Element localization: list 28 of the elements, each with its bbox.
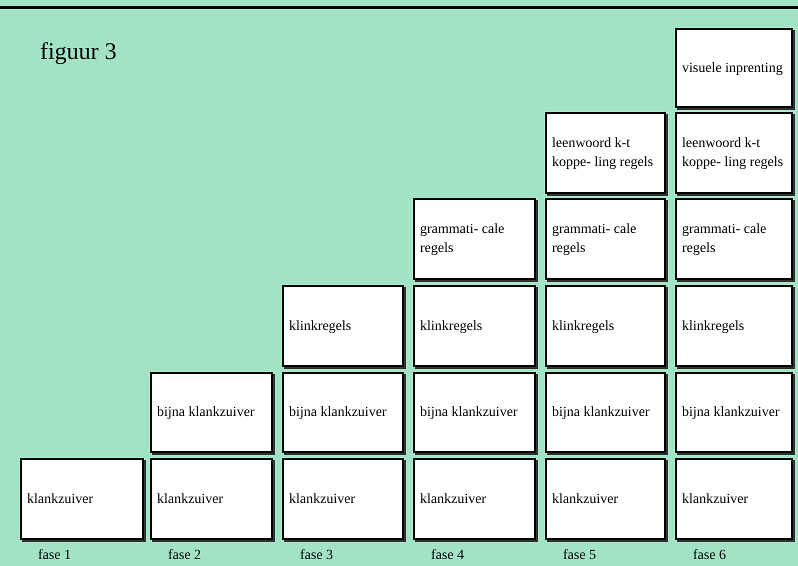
stage-box: klankzuiver: [150, 458, 273, 540]
stage-box: klinkregels: [413, 285, 536, 367]
stage-box: bijna klankzuiver: [413, 372, 536, 453]
phase-label: fase 1: [38, 547, 72, 564]
stage-box: klankzuiver: [20, 458, 144, 540]
phase-label: fase 2: [168, 547, 202, 564]
stage-box: grammati- cale regels: [545, 198, 666, 280]
stage-box: klankzuiver: [545, 458, 666, 540]
stage-box: klankzuiver: [413, 458, 536, 540]
phase-label: fase 4: [431, 547, 464, 564]
stage-box: bijna klankzuiver: [282, 372, 404, 453]
stage-box: bijna klankzuiver: [545, 372, 666, 453]
stage-box: klinkregels: [282, 285, 404, 367]
stage-box: leenwoord k-t koppe- ling regels: [545, 112, 666, 194]
stage-box: klankzuiver: [282, 458, 404, 540]
phase-label: fase 6: [693, 547, 726, 564]
stage-box: grammati- cale regels: [675, 198, 793, 280]
stage-box: bijna klankzuiver: [150, 372, 273, 453]
phase-label: fase 5: [563, 547, 596, 564]
stage-box: klankzuiver: [675, 458, 793, 540]
stage-box: grammati- cale regels: [413, 198, 536, 280]
stage-box: klinkregels: [675, 285, 793, 367]
diagram-title: figuur 3: [40, 40, 117, 64]
stage-box: visuele inprenting: [675, 28, 793, 108]
phase-label: fase 3: [300, 547, 334, 564]
stage-box: bijna klankzuiver: [675, 372, 793, 453]
stage-box: klinkregels: [545, 285, 666, 367]
stage-box: leenwoord k-t koppe- ling regels: [675, 112, 793, 194]
